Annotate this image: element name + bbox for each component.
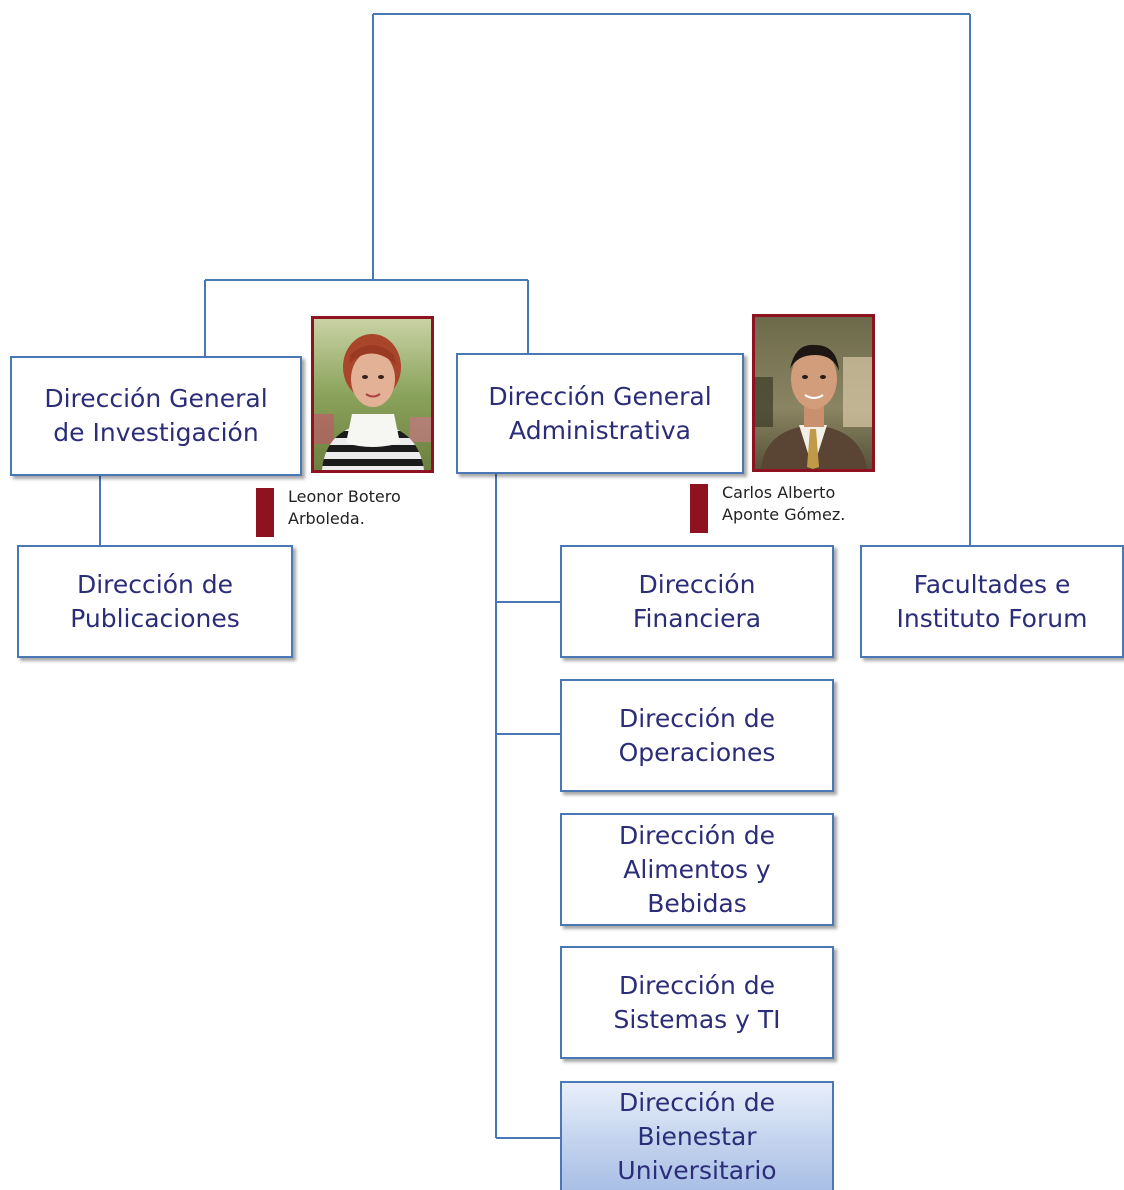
box-line: Universitario — [617, 1155, 777, 1185]
box-direccion-bienestar-universitario: Dirección de Bienestar Universitario — [560, 1081, 834, 1190]
box-line: Sistemas y TI — [613, 1004, 781, 1034]
box-direccion-publicaciones: Dirección de Publicaciones — [17, 545, 293, 658]
box-direccion-general-investigacion: Dirección General de Investigación — [10, 356, 302, 476]
carlos-caption: Carlos Alberto Aponte Gómez. — [722, 482, 845, 526]
box-line: Publicaciones — [70, 603, 240, 633]
box-line: Dirección General — [44, 384, 268, 413]
leonor-caption-marker — [256, 488, 274, 537]
caption-line: Aponte Gómez. — [722, 505, 846, 524]
box-direccion-sistemas-ti: Dirección de Sistemas y TI — [560, 946, 834, 1059]
box-line: Dirección de — [618, 970, 776, 1000]
box-line: Administrativa — [509, 415, 691, 445]
box-line: Dirección de — [76, 569, 234, 599]
box-line: Dirección — [638, 569, 756, 599]
box-line: Dirección de — [618, 820, 776, 850]
caption-line: Arboleda. — [288, 509, 365, 528]
woman-portrait-photo — [311, 316, 434, 473]
carlos-caption-marker — [690, 484, 708, 533]
box-line: Dirección General — [488, 381, 712, 411]
box-line: Bienestar — [637, 1121, 757, 1151]
box-line: Financiera — [632, 603, 762, 633]
box-line: Dirección de — [618, 1087, 776, 1117]
leonor-caption: Leonor Botero Arboleda. — [288, 486, 401, 530]
box-facultades-instituto-forum: Facultades e Instituto Forum — [860, 545, 1124, 658]
caption-line: Carlos Alberto — [722, 483, 836, 502]
box-direccion-financiera: Dirección Financiera — [560, 545, 834, 658]
caption-line: Leonor Botero — [288, 487, 401, 506]
box-direccion-alimentos-bebidas: Dirección de Alimentos y Bebidas — [560, 813, 834, 926]
box-line: Operaciones — [618, 737, 776, 767]
woman-portrait-icon — [314, 319, 431, 470]
box-line: Bebidas — [647, 888, 747, 918]
man-portrait-photo — [752, 314, 875, 472]
box-line: de Investigación — [53, 418, 259, 447]
man-portrait-icon — [755, 317, 872, 469]
box-line: Alimentos y — [623, 854, 771, 884]
box-direccion-operaciones: Dirección de Operaciones — [560, 679, 834, 792]
box-line: Facultades e — [913, 569, 1071, 599]
box-line: Instituto Forum — [896, 603, 1088, 633]
box-line: Dirección de — [618, 703, 776, 733]
box-direccion-general-administrativa: Dirección General Administrativa — [456, 353, 744, 474]
